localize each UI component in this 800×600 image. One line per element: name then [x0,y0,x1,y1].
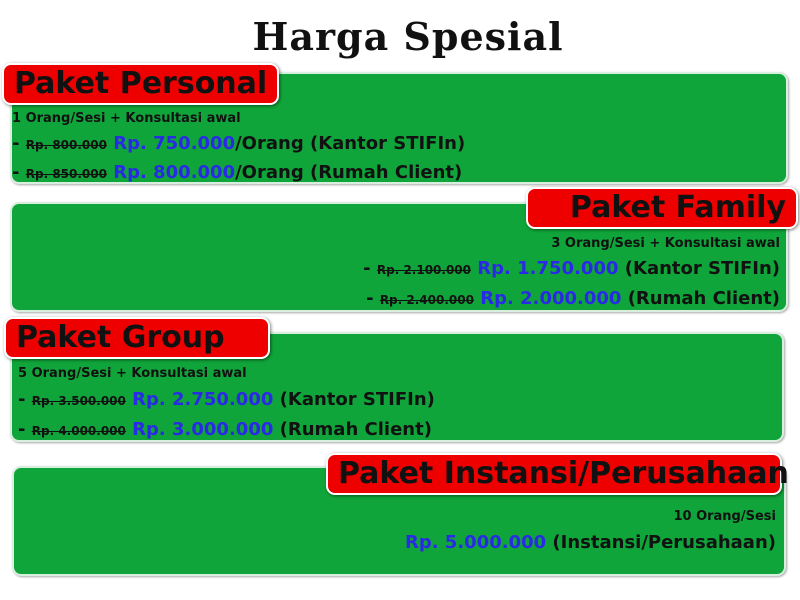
dash: - [366,288,380,309]
page-title: Harga Spesial [252,14,564,59]
new-price: Rp. 800.000 [113,162,236,183]
price-note: (Rumah Client) [621,288,780,309]
package-name-family: Paket Family [526,187,798,229]
package-name-instansi: Paket Instansi/Perusahaan [326,453,789,495]
package-name-group: Paket Group [4,317,270,359]
price-line: - Rp. 850.000 Rp. 800.000/Orang (Rumah C… [12,162,462,183]
package-name-personal: Paket Personal [2,63,280,105]
old-price: Rp. 3.500.000 [31,394,126,408]
price-note: (Rumah Client) [273,419,432,440]
old-price: Rp. 850.000 [25,167,107,181]
new-price: Rp. 2.000.000 [480,288,622,309]
dash: - [12,133,26,154]
price-note: (Kantor STIFIn) [618,258,780,279]
price-line: - Rp. 4.000.000 Rp. 3.000.000 (Rumah Cli… [18,419,432,440]
old-price: Rp. 2.100.000 [376,263,472,277]
dash: - [18,389,32,410]
new-price: Rp. 5.000.000 [404,532,547,553]
new-price: Rp. 1.750.000 [477,258,619,279]
package-desc-group: 5 Orang/Sesi + Konsultasi awal [18,366,247,381]
old-price: Rp. 800.000 [25,138,107,152]
new-price: Rp. 750.000 [113,133,236,154]
package-desc-instansi: 10 Orang/Sesi [673,509,776,524]
price-note: (Instansi/Perusahaan) [546,532,776,553]
old-price: Rp. 4.000.000 [31,424,126,438]
dash: - [18,419,32,440]
price-note: /Orang (Kantor STIFIn) [235,133,466,154]
price-line: - Rp. 2.100.000 Rp. 1.750.000 (Kantor ST… [363,258,780,279]
new-price: Rp. 3.000.000 [132,419,274,440]
price-note: /Orang (Rumah Client) [235,162,463,183]
package-desc-family: 3 Orang/Sesi + Konsultasi awal [551,236,780,251]
price-line: - Rp. 800.000 Rp. 750.000/Orang (Kantor … [12,133,465,154]
price-line: - Rp. 2.400.000 Rp. 2.000.000 (Rumah Cli… [366,288,780,309]
package-desc-personal: 1 Orang/Sesi + Konsultasi awal [12,111,241,126]
old-price: Rp. 2.400.000 [379,293,474,307]
new-price: Rp. 2.750.000 [132,389,274,410]
price-line: Rp. 5.000.000 (Instansi/Perusahaan) [405,532,776,553]
dash: - [363,258,377,279]
price-line: - Rp. 3.500.000 Rp. 2.750.000 (Kantor ST… [18,389,435,410]
price-note: (Kantor STIFIn) [273,389,435,410]
dash: - [12,162,26,183]
